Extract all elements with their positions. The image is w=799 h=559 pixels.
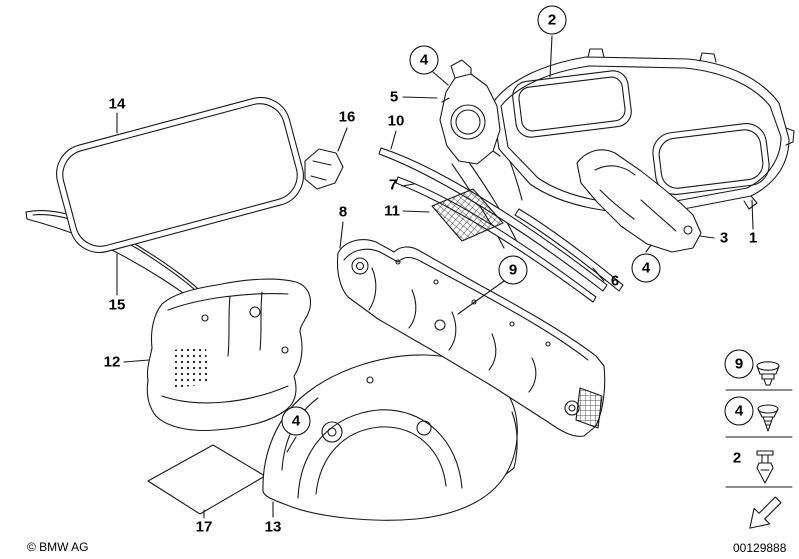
- part-3-c-pillar: [576, 149, 702, 253]
- callout-17[interactable]: 17: [195, 518, 213, 536]
- leader-lines: [116, 35, 754, 519]
- callout-3[interactable]: 3: [719, 229, 729, 247]
- callout-circle-9[interactable]: 9: [498, 255, 528, 285]
- callout-12[interactable]: 12: [103, 353, 121, 371]
- legend-separators: [725, 389, 793, 488]
- callout-7[interactable]: 7: [388, 176, 398, 194]
- expanding-rivet-icon: [756, 450, 774, 484]
- callout-10[interactable]: 10: [387, 112, 405, 130]
- callout-8[interactable]: 8: [338, 203, 348, 221]
- part-6-strip: [514, 208, 624, 292]
- part-16-bracket: [304, 148, 344, 190]
- legend-item-2[interactable]: 2: [732, 449, 742, 467]
- callout-circle-4-right[interactable]: 4: [631, 253, 661, 283]
- callout-11[interactable]: 11: [384, 202, 400, 220]
- part-12-firewall-mat: [146, 278, 312, 431]
- callout-16[interactable]: 16: [338, 108, 356, 126]
- callout-5[interactable]: 5: [389, 88, 399, 106]
- callout-13[interactable]: 13: [264, 518, 282, 536]
- callout-circle-2[interactable]: 2: [537, 5, 567, 35]
- callout-6[interactable]: 6: [610, 272, 620, 290]
- push-fastener-icon: [757, 404, 779, 432]
- grommet-fastener-icon: [756, 361, 780, 386]
- part-5-a-pillar-bracket: [439, 59, 501, 165]
- part-10-strip: [378, 147, 608, 292]
- callout-15[interactable]: 15: [108, 296, 126, 314]
- callout-1[interactable]: 1: [748, 229, 758, 247]
- part-2-roof-panel: [491, 48, 795, 214]
- part-17-sheet: [147, 444, 266, 515]
- part-13-wheel-arch: [262, 354, 518, 521]
- legend-item-9[interactable]: 9: [724, 349, 754, 379]
- callout-circle-4-lower[interactable]: 4: [281, 406, 311, 436]
- part-14-roof-insulation: [56, 97, 304, 253]
- callout-14[interactable]: 14: [108, 95, 126, 113]
- direction-arrow-icon: [749, 496, 782, 529]
- part-11-hatched-pad: [431, 188, 504, 242]
- callout-circle-4-top[interactable]: 4: [409, 45, 439, 75]
- document-number: 00129888: [733, 541, 787, 555]
- copyright-text: © BMW AG: [27, 540, 89, 554]
- legend-item-4[interactable]: 4: [724, 396, 754, 426]
